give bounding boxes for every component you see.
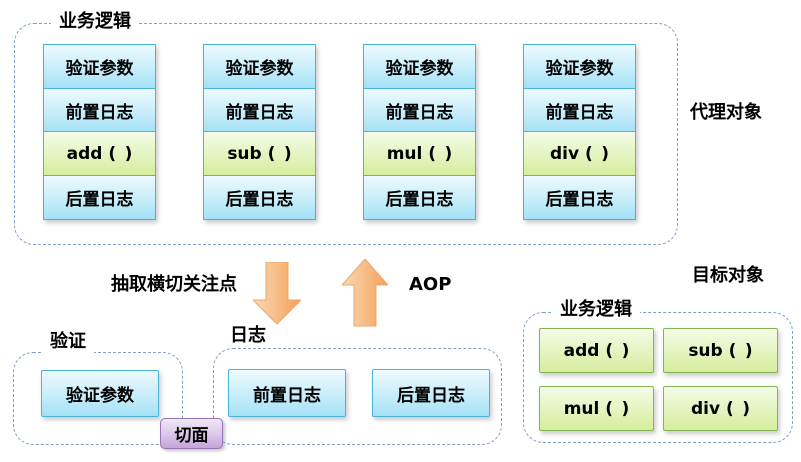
method-box-add: add ( )	[539, 328, 654, 373]
target-object-label: 目标对象	[692, 265, 764, 286]
log-group: 日志 前置日志 后置日志	[213, 325, 502, 445]
proxy-object-group: 业务逻辑 验证参数 前置日志 add ( ) 后置日志 验证参数 前置日志 su…	[14, 11, 678, 245]
method-cell: mul ( )	[363, 131, 476, 176]
validate-params-cell: 验证参数	[203, 44, 316, 89]
method-box-mul: mul ( )	[539, 386, 654, 431]
proxy-column-sub: 验证参数 前置日志 sub ( ) 后置日志	[203, 44, 316, 220]
method-box-div: div ( )	[663, 386, 778, 431]
up-arrow-icon	[342, 259, 388, 327]
validate-params-cell: 验证参数	[43, 44, 156, 89]
pre-log-cell: 前置日志	[43, 87, 156, 133]
proxy-column-add: 验证参数 前置日志 add ( ) 后置日志	[43, 44, 156, 220]
target-group-label: 业务逻辑	[552, 299, 640, 321]
method-cell: div ( )	[523, 131, 636, 176]
validate-params-box: 验证参数	[41, 370, 159, 417]
aop-label: AOP	[409, 274, 452, 295]
validate-params-cell: 验证参数	[363, 44, 476, 89]
proxy-column-mul: 验证参数 前置日志 mul ( ) 后置日志	[363, 44, 476, 220]
aspect-box: 切面	[160, 418, 223, 449]
validate-params-cell: 验证参数	[523, 44, 636, 89]
post-log-cell: 后置日志	[523, 174, 636, 220]
pre-log-cell: 前置日志	[203, 87, 316, 133]
proxy-group-label: 业务逻辑	[51, 11, 139, 33]
proxy-column-div: 验证参数 前置日志 div ( ) 后置日志	[523, 44, 636, 220]
post-log-cell: 后置日志	[363, 174, 476, 220]
proxy-object-label: 代理对象	[690, 102, 762, 123]
log-group-label: 日志	[222, 325, 274, 347]
target-object-group: 业务逻辑 add ( ) sub ( ) mul ( ) div ( )	[523, 299, 793, 443]
post-log-cell: 后置日志	[203, 174, 316, 220]
extract-crosscut-label: 抽取横切关注点	[111, 274, 237, 295]
pre-log-cell: 前置日志	[523, 87, 636, 133]
post-log-box: 后置日志	[372, 369, 490, 417]
method-box-sub: sub ( )	[663, 328, 778, 373]
pre-log-cell: 前置日志	[363, 87, 476, 133]
validation-group-label: 验证	[42, 331, 94, 353]
method-cell: add ( )	[43, 131, 156, 176]
down-arrow-icon	[253, 262, 301, 325]
validation-group: 验证 验证参数	[13, 331, 183, 445]
method-cell: sub ( )	[203, 131, 316, 176]
pre-log-box: 前置日志	[228, 369, 346, 417]
post-log-cell: 后置日志	[43, 174, 156, 220]
